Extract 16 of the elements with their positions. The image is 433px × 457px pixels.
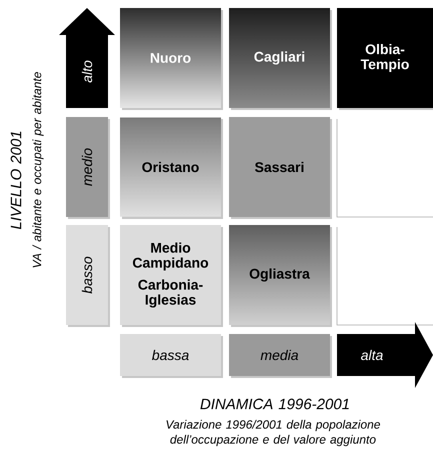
- axis-title: DINAMICA 1996-2001: [200, 398, 349, 410]
- matrix-cell: Olbia-Tempio: [337, 8, 433, 110]
- axis-box: medio: [66, 117, 110, 219]
- matrix-cell: Nuoro: [120, 8, 223, 110]
- matrix-cell: Cagliari: [229, 8, 332, 110]
- matrix-cell: Ogliastra: [229, 225, 332, 327]
- axis-box: media: [229, 334, 332, 378]
- empty-cell: [336, 117, 433, 218]
- axis-box: bassa: [120, 334, 223, 378]
- axis-subtitle: Variazione 1996/2001 della popolazione dell’occupazione e del valore aggiunto: [166, 420, 380, 446]
- matrix-cell: Sassari: [229, 117, 332, 219]
- axis-subtitle: VA / abitante e occupati per abitante: [32, 72, 44, 268]
- axis-box: basso: [66, 225, 110, 327]
- matrix-cell: Oristano: [120, 117, 223, 219]
- matrix-cell: Medio Campidano Carbonia-Iglesias: [120, 225, 223, 327]
- axis-title: LIVELLO 2001: [10, 132, 22, 230]
